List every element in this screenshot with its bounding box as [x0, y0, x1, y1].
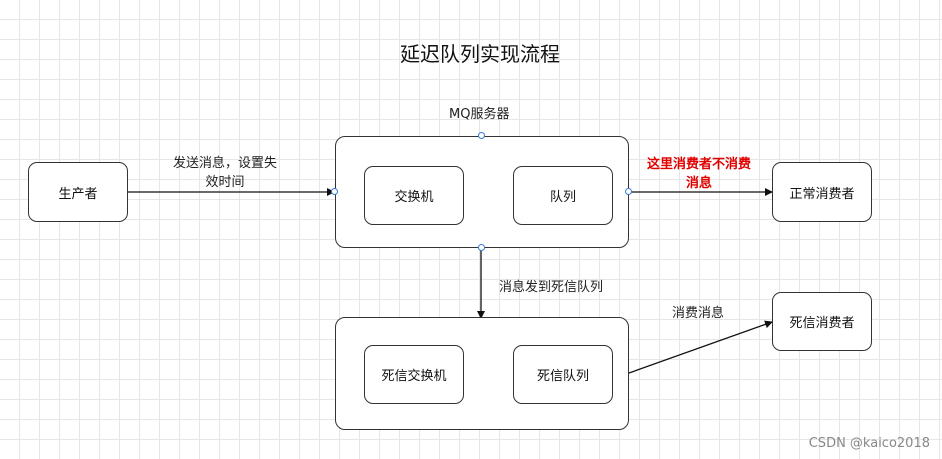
mq-server-label: MQ服务器 — [449, 107, 510, 122]
consume-edge-label: 消费消息 — [672, 306, 725, 321]
port-top — [478, 132, 485, 139]
normal-edge-label-line1: 这里消费者不消费 — [646, 157, 751, 172]
exchange-label: 交换机 — [394, 190, 434, 205]
dead-letter-container[interactable]: 死信交换机 死信队列 — [335, 317, 629, 430]
dead-consumer-node[interactable]: 死信消费者 — [772, 292, 872, 351]
queue-node[interactable]: 队列 — [513, 166, 613, 225]
normal-consumer-node[interactable]: 正常消费者 — [772, 162, 872, 222]
dead-letter-edge-label: 消息发到死信队列 — [499, 280, 604, 295]
producer-edge-label-line1: 发送消息，设置失 — [172, 156, 277, 171]
producer-label: 生产者 — [58, 186, 98, 202]
normal-edge-label-line2: 消息 — [685, 176, 712, 191]
diagram-title: 延迟队列实现流程 — [400, 42, 560, 66]
watermark: CSDN @kaico2018 — [808, 436, 930, 451]
port-left — [331, 188, 338, 195]
producer-edge-label: 发送消息，设置失 效时间 — [170, 154, 280, 192]
queue-label: 队列 — [549, 190, 576, 205]
exchange-node[interactable]: 交换机 — [364, 166, 464, 225]
port-bottom — [478, 244, 485, 251]
dead-queue-node[interactable]: 死信队列 — [513, 345, 613, 404]
port-right — [625, 188, 632, 195]
normal-consumer-label: 正常消费者 — [789, 186, 855, 202]
producer-edge-label-line2: 效时间 — [205, 175, 245, 190]
dead-queue-label: 死信队列 — [536, 369, 589, 384]
dead-consumer-label: 死信消费者 — [789, 316, 855, 331]
normal-consumer-edge-label: 这里消费者不消费 消息 — [642, 155, 756, 193]
mq-server-container[interactable]: 交换机 队列 — [335, 136, 629, 248]
dead-exchange-node[interactable]: 死信交换机 — [364, 345, 464, 404]
dead-exchange-label: 死信交换机 — [381, 369, 447, 384]
producer-node[interactable]: 生产者 — [28, 162, 128, 222]
edge-dead-to-consumer — [628, 320, 773, 374]
